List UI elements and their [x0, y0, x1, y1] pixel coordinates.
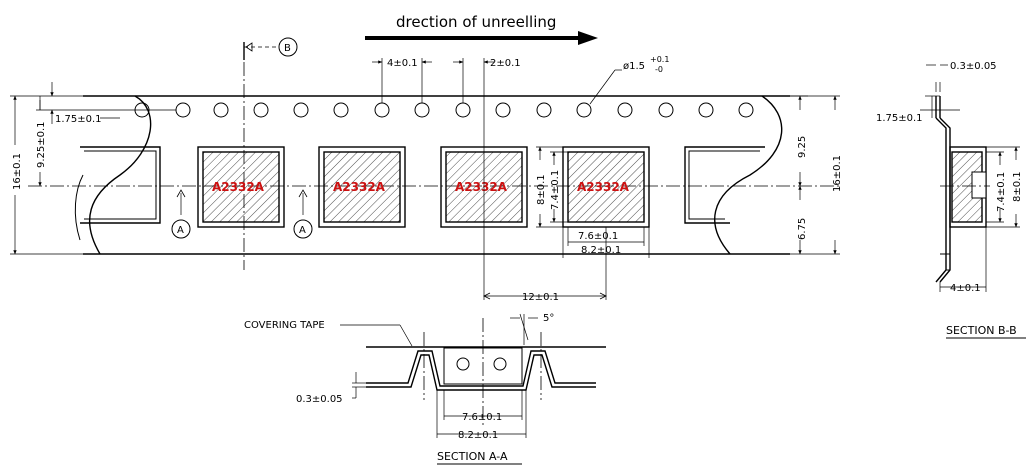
- dim-hole-to-center: 9.25±0.1: [36, 96, 176, 187]
- svg-text:6.75: 6.75: [797, 218, 808, 240]
- svg-text:+0.1: +0.1: [650, 55, 669, 64]
- svg-text:9.25±0.1: 9.25±0.1: [36, 121, 47, 168]
- pocket-empty-right: [684, 146, 765, 224]
- direction-label: drection of unreelling: [396, 13, 556, 31]
- part-marking: A2332A: [212, 180, 265, 194]
- svg-text:16±0.1: 16±0.1: [12, 153, 23, 190]
- direction-arrow-head: [578, 31, 598, 45]
- part-marking: A2332A: [577, 180, 630, 194]
- svg-text:9.25: 9.25: [797, 136, 808, 158]
- svg-text:4±0.1: 4±0.1: [387, 58, 418, 69]
- dim-pocket-outer-h: 8±0.1: [536, 146, 563, 228]
- section-b-callout: [278, 37, 298, 57]
- aa-outer-w: 8.2±0.1: [458, 430, 498, 441]
- part-marking: A2332A: [455, 180, 508, 194]
- svg-text:16±0.1: 16±0.1: [832, 155, 843, 192]
- section-aa-label: SECTION A-A: [437, 450, 508, 463]
- dim-hole-edge: 1.75±0.1: [50, 82, 120, 125]
- bb-pocket-inner: 7.4±0.1: [996, 172, 1007, 212]
- dim-hole-diameter: ø1.5 +0.1 -0: [589, 55, 669, 105]
- aa-thickness: 0.3±0.05: [296, 394, 343, 405]
- svg-text:7.6±0.1: 7.6±0.1: [578, 231, 618, 242]
- svg-text:12±0.1: 12±0.1: [522, 292, 559, 303]
- covering-tape-label: COVERING TAPE: [244, 320, 325, 331]
- section-aa: 5° COVERING TAPE 0.3±0.05 7.6±0.1 8.2±0.…: [244, 313, 606, 465]
- aa-inner-w: 7.6±0.1: [462, 412, 502, 423]
- sprocket-holes: [134, 102, 754, 118]
- svg-text:ø1.5: ø1.5: [623, 61, 645, 72]
- svg-text:7.4±0.1: 7.4±0.1: [550, 170, 561, 210]
- svg-text:1.75±0.1: 1.75±0.1: [55, 114, 102, 125]
- dim-pocket-pitch: 12±0.1: [483, 227, 607, 303]
- svg-text:8±0.1: 8±0.1: [536, 174, 547, 205]
- section-b-callout-letter: B: [284, 43, 291, 54]
- tape-left-tear: [88, 95, 152, 255]
- dim-upper-half: 9.25: [790, 95, 808, 187]
- dim-sprocket-pitch: 4±0.1: [372, 58, 432, 103]
- pocket-1: A2332A: [197, 146, 285, 228]
- tape-right-tear: [714, 95, 783, 255]
- section-a-marker-right: A: [293, 189, 313, 239]
- dim-tape-width-right: 16±0.1: [790, 95, 843, 255]
- pocket-4: A2332A: [562, 146, 650, 228]
- svg-text:2±0.1: 2±0.1: [490, 58, 521, 69]
- dim-tape-width: 16±0.1: [10, 95, 100, 255]
- pocket-empty-left: [80, 146, 161, 224]
- dim-lower-half: 6.75: [790, 185, 840, 255]
- bb-pocket-outer: 8±0.1: [1012, 171, 1023, 202]
- svg-text:A: A: [177, 225, 184, 236]
- section-bb: 0.3±0.05 1.75±0.1 7.4±0.1 8±0.1 4±0.1 SE…: [876, 61, 1026, 339]
- section-a-marker-left: A: [171, 189, 191, 239]
- svg-text:8.2±0.1: 8.2±0.1: [581, 245, 621, 256]
- bb-thickness: 0.3±0.05: [950, 61, 997, 72]
- part-marking: A2332A: [333, 180, 386, 194]
- draft-angle: 5°: [543, 313, 554, 324]
- dim-hole-to-pocket: 2±0.1: [453, 58, 521, 300]
- pocket-2: A2332A: [318, 146, 406, 228]
- svg-text:-0: -0: [655, 65, 663, 74]
- bb-hole-edge: 1.75±0.1: [876, 113, 923, 124]
- dim-pocket-inner-h: 7.4±0.1: [550, 151, 568, 223]
- section-bb-label: SECTION B-B: [946, 324, 1017, 337]
- svg-text:A: A: [299, 225, 306, 236]
- bb-depth: 4±0.1: [950, 283, 981, 294]
